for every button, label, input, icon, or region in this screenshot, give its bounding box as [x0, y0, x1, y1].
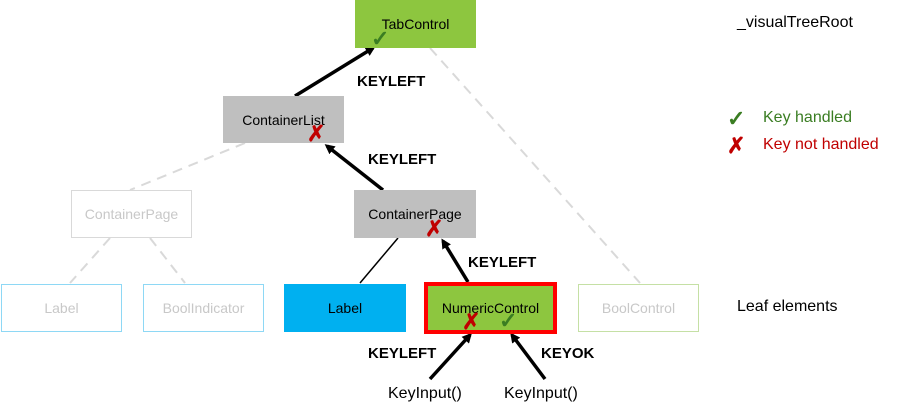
cross-icon: ✗ — [727, 133, 746, 158]
checkmark-icon: ✓ — [371, 26, 390, 51]
dashed-connector-page-label — [69, 237, 111, 284]
cross-icon: ✗ — [462, 309, 481, 334]
arrow-input-to-numeric-left — [428, 332, 473, 381]
connector-page-label — [359, 237, 399, 284]
legend-handled-label: Key handled — [763, 109, 852, 126]
arrow-label-input-left: KEYLEFT — [368, 345, 437, 362]
node-container-page-faded: ContainerPage — [71, 190, 192, 238]
node-container-list: ContainerList — [223, 96, 344, 143]
arrow-list-to-tab — [294, 46, 376, 98]
dashed-connector-tab-boolcontrol — [429, 47, 641, 284]
node-label-faded: Label — [1, 284, 122, 332]
arrow-label-list-tab: KEYLEFT — [357, 73, 426, 90]
key-input-left: KeyInput() — [388, 385, 462, 402]
node-bool-indicator: BoolIndicator — [143, 284, 264, 332]
arrow-input-to-numeric-right — [510, 332, 547, 381]
node-tab-control: TabControl — [355, 0, 476, 48]
cross-icon: ✗ — [425, 216, 444, 241]
cross-icon: ✗ — [307, 121, 326, 146]
arrow-label-page-list: KEYLEFT — [368, 151, 437, 168]
legend-not-handled-label: Key not handled — [763, 136, 879, 153]
legend: ✓ Key handled ✗ Key not handled — [727, 106, 902, 162]
dashed-connector-page-boolindicator — [149, 237, 186, 284]
node-label-active: Label — [284, 284, 406, 332]
arrow-numeric-to-page — [441, 238, 470, 283]
key-input-right: KeyInput() — [504, 385, 578, 402]
checkmark-icon: ✓ — [727, 106, 746, 131]
arrow-label-numeric-page: KEYLEFT — [468, 254, 537, 271]
arrow-page-to-list — [324, 144, 385, 192]
visual-tree-root-label: _visualTreeRoot — [737, 14, 853, 31]
node-numeric-control: NumericControl — [424, 282, 557, 334]
node-container-page: ContainerPage — [354, 190, 476, 238]
node-bool-control: BoolControl — [578, 284, 699, 332]
leaf-elements-label: Leaf elements — [737, 298, 838, 315]
checkmark-icon: ✓ — [499, 308, 518, 333]
dashed-connector-list-page — [129, 142, 246, 191]
arrow-label-input-ok: KEYOK — [541, 345, 595, 362]
